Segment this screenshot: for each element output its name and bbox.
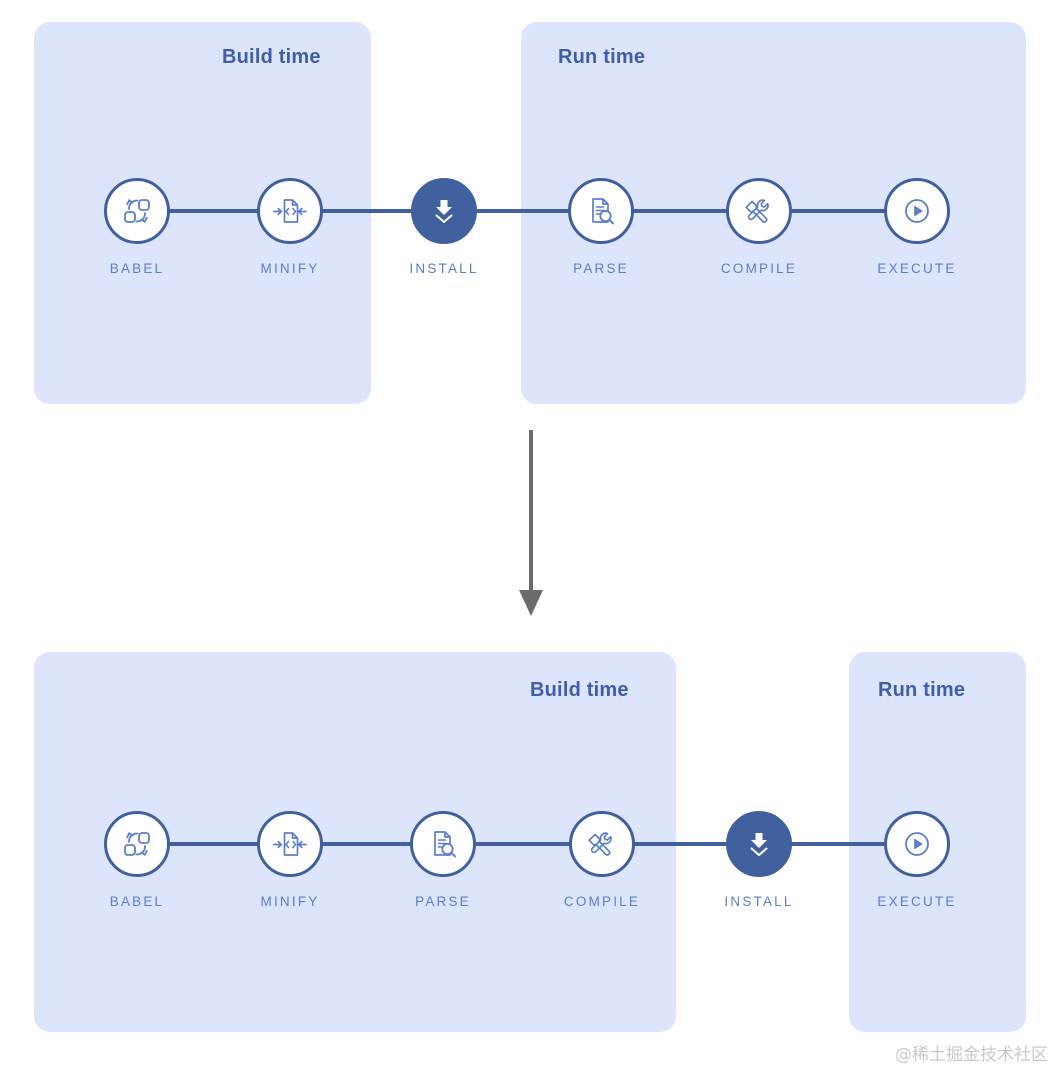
node-label-compile: COMPILE (563, 894, 641, 909)
node-label-parse: PARSE (415, 894, 471, 909)
transform-icon (120, 827, 154, 861)
node-label-compile: COMPILE (720, 261, 798, 276)
download-icon (743, 828, 775, 860)
node-circle (884, 811, 950, 877)
node-circle (726, 811, 792, 877)
node-circle (410, 811, 476, 877)
transform-icon (120, 194, 154, 228)
node-circle (411, 178, 477, 244)
code-file-compress-icon (271, 194, 309, 228)
node-label-install: INSTALL (409, 261, 479, 276)
node-circle (257, 811, 323, 877)
node-circle (568, 178, 634, 244)
code-file-compress-icon (271, 827, 309, 861)
node-label-minify: MINIFY (260, 894, 320, 909)
tools-icon (585, 827, 619, 861)
pipeline-rail (137, 209, 917, 213)
node-circle (257, 178, 323, 244)
node-label-babel: BABEL (109, 261, 165, 276)
document-search-icon (426, 827, 460, 861)
node-label-execute: EXECUTE (877, 894, 957, 909)
node-label-execute: EXECUTE (877, 261, 957, 276)
panel-title-run-time-bottom: Run time (878, 679, 966, 701)
node-circle (104, 811, 170, 877)
node-label-babel: BABEL (109, 894, 165, 909)
play-icon (900, 194, 934, 228)
panel-title-run-time-top: Run time (558, 46, 646, 68)
flow-down-arrow (508, 428, 554, 620)
node-circle (104, 178, 170, 244)
node-circle (726, 178, 792, 244)
panel-title-build-time-top: Build time (222, 46, 321, 68)
download-icon (428, 195, 460, 227)
play-icon (900, 827, 934, 861)
node-label-parse: PARSE (573, 261, 629, 276)
watermark: @稀土掘金技术社区 (895, 1045, 1048, 1065)
node-label-minify: MINIFY (260, 261, 320, 276)
node-circle (884, 178, 950, 244)
node-circle (569, 811, 635, 877)
panel-title-build-time-bottom: Build time (530, 679, 629, 701)
tools-icon (742, 194, 776, 228)
pipeline-rail (137, 842, 917, 846)
document-search-icon (584, 194, 618, 228)
node-label-install: INSTALL (724, 894, 794, 909)
